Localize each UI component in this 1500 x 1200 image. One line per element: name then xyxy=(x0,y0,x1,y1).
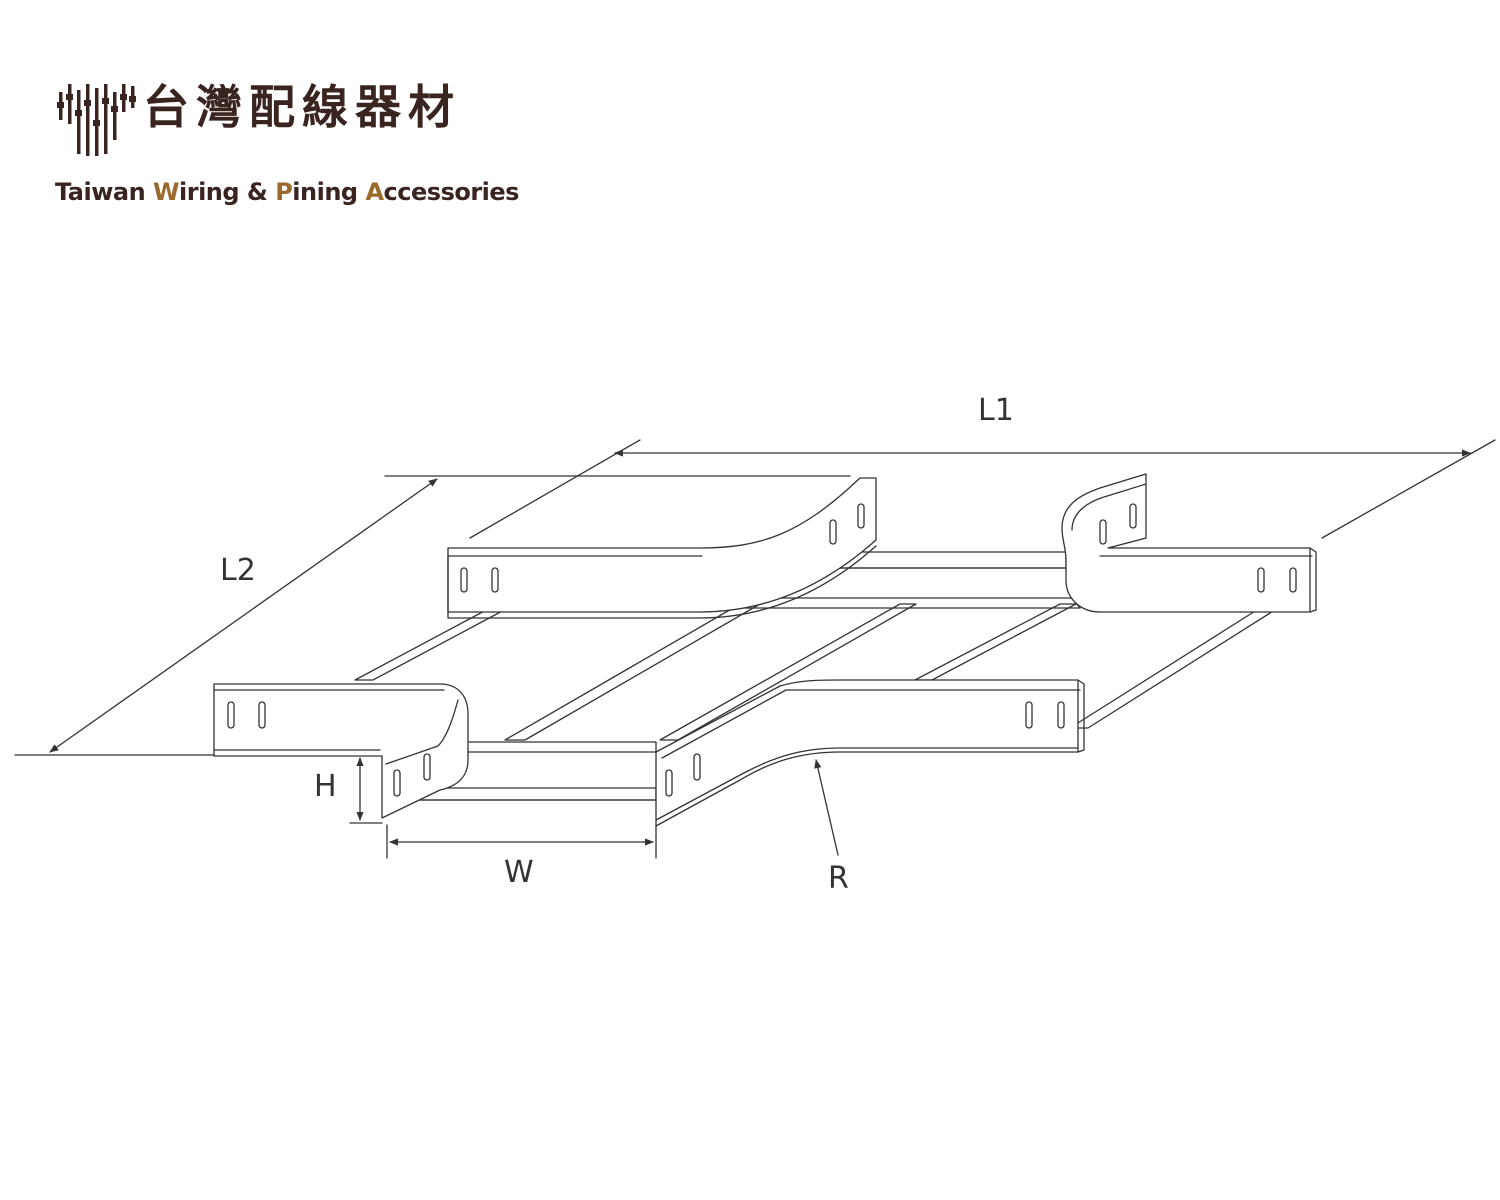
back-right-rail xyxy=(1061,473,1317,613)
label-w: W xyxy=(504,855,534,890)
dimension-h xyxy=(349,754,383,824)
label-h: H xyxy=(314,769,337,804)
label-r: R xyxy=(828,861,849,896)
english-name-part: A xyxy=(365,178,384,206)
front-right-rail xyxy=(655,679,1085,827)
dimension-l1 xyxy=(469,439,1496,539)
english-name-part: P xyxy=(275,178,293,206)
english-name-part: Taiwan xyxy=(55,178,154,206)
dimension-r-leader xyxy=(814,759,839,856)
label-l2: L2 xyxy=(220,553,256,588)
dimension-l2 xyxy=(14,475,851,756)
chinese-company-name: 台灣配線器材 xyxy=(143,80,461,134)
back-left-rail xyxy=(447,477,877,619)
english-name-part: iring & xyxy=(179,178,276,206)
english-company-name: Taiwan Wiring & Pining Accessories xyxy=(55,178,519,206)
front-left-rail xyxy=(213,683,469,819)
english-name-part: W xyxy=(153,178,179,206)
english-name-part: ining xyxy=(292,178,366,206)
english-name-part: ccessories xyxy=(383,178,520,206)
dimension-w xyxy=(386,824,657,859)
cable-logo-icon xyxy=(57,84,136,156)
label-l1: L1 xyxy=(978,393,1014,428)
